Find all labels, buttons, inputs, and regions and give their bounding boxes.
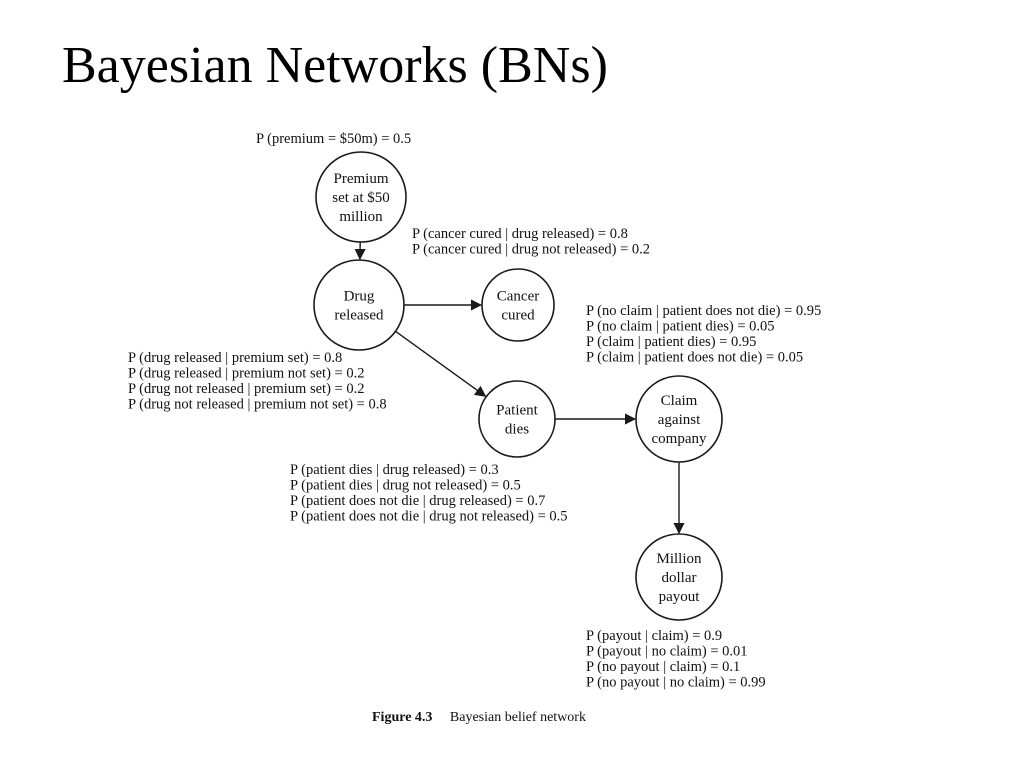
node-payout-label-line: payout <box>659 589 701 605</box>
probability-line: P (no payout | no claim) = 0.99 <box>586 675 766 691</box>
node-drug-label-line: released <box>334 308 384 324</box>
node-payout: Million dollar payout <box>635 533 723 621</box>
figure-caption-text: Bayesian belief network <box>450 710 586 725</box>
node-payout-circle <box>635 533 723 621</box>
node-cancer-label-line: Cancer <box>497 289 539 305</box>
node-claim-label-line: against <box>658 412 701 428</box>
probability-table-patient-cpt: P (patient dies | drug released) = 0.3P … <box>290 462 568 525</box>
probability-line: P (no claim | patient does not die) = 0.… <box>586 303 821 319</box>
slide-title: Bayesian Networks (BNs) <box>62 37 608 94</box>
node-premium-label-line: set at $50 <box>332 190 390 206</box>
node-patient-label-line: Patient <box>496 403 538 419</box>
node-cancer-circle <box>481 268 555 342</box>
probability-line: P (patient dies | drug released) = 0.3 <box>290 462 499 478</box>
probability-line: P (claim | patient does not die) = 0.05 <box>586 350 803 366</box>
node-claim-label-line: company <box>652 431 707 447</box>
probability-table-claim-cpt: P (no claim | patient does not die) = 0.… <box>586 303 821 366</box>
probability-table-cancer-cpt: P (cancer cured | drug released) = 0.8P … <box>412 226 650 258</box>
node-premium-circle <box>315 151 407 243</box>
node-claim-circle <box>635 375 723 463</box>
probability-table-premium-prior: P (premium = $50m) = 0.5 <box>256 131 411 147</box>
node-drug-circle <box>313 259 405 351</box>
node-drug-label-line: Drug <box>344 289 375 305</box>
probability-line: P (drug released | premium not set) = 0.… <box>128 366 364 382</box>
probability-line: P (cancer cured | drug not released) = 0… <box>412 242 650 258</box>
node-premium-label-line: million <box>339 209 383 225</box>
probability-line: P (no payout | claim) = 0.1 <box>586 659 740 675</box>
probability-table-drug-cpt: P (drug released | premium set) = 0.8P (… <box>128 350 387 413</box>
node-patient-circle <box>478 380 556 458</box>
probability-line: P (patient does not die | drug released)… <box>290 493 545 509</box>
edge-drug-to-patient <box>395 330 487 397</box>
probability-table-payout-cpt: P (payout | claim) = 0.9P (payout | no c… <box>586 628 766 691</box>
probability-line: P (no claim | patient dies) = 0.05 <box>586 319 775 335</box>
svg-text:Figure 4.3 Bayesian beli: Figure 4.3 Bayesian belief network <box>372 710 586 725</box>
node-payout-label-line: dollar <box>662 570 697 586</box>
node-premium: Premium set at $50 million <box>315 151 407 243</box>
probability-line: P (drug not released | premium set) = 0.… <box>128 381 364 397</box>
figure-number: Figure 4.3 <box>372 710 432 725</box>
node-drug: Drug released <box>313 259 405 351</box>
probability-line: P (cancer cured | drug released) = 0.8 <box>412 226 628 242</box>
node-premium-label-line: Premium <box>334 171 389 187</box>
probability-line: P (payout | claim) = 0.9 <box>586 628 722 644</box>
probability-tables-layer: P (premium = $50m) = 0.5 P (cancer cured … <box>128 131 821 691</box>
probability-line: P (drug released | premium set) = 0.8 <box>128 350 342 366</box>
edges-layer <box>354 241 685 535</box>
node-payout-label-line: Million <box>656 551 702 567</box>
probability-line: P (premium = $50m) = 0.5 <box>256 131 411 147</box>
node-patient-label-line: dies <box>505 422 529 438</box>
figure-caption: Figure 4.3 Bayesian belief network <box>372 710 586 725</box>
node-cancer: Cancer cured <box>481 268 555 342</box>
probability-line: P (drug not released | premium not set) … <box>128 397 387 413</box>
node-claim-label-line: Claim <box>661 393 698 409</box>
probability-line: P (payout | no claim) = 0.01 <box>586 644 748 660</box>
probability-line: P (patient does not die | drug not relea… <box>290 509 568 525</box>
node-claim: Claim against company <box>635 375 723 463</box>
node-cancer-label-line: cured <box>501 308 535 324</box>
probability-line: P (claim | patient dies) = 0.95 <box>586 334 756 350</box>
probability-line: P (patient dies | drug not released) = 0… <box>290 478 521 494</box>
node-patient: Patient dies <box>478 380 556 458</box>
